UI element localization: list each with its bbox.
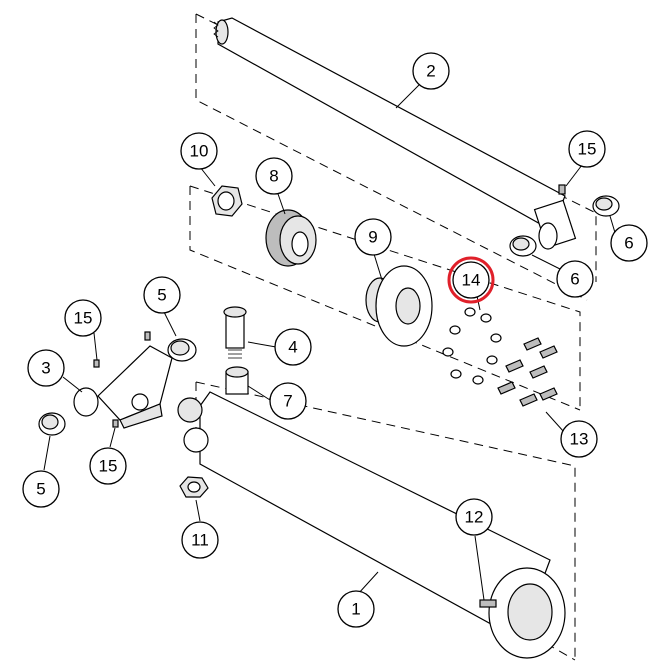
svg-text:9: 9 (368, 228, 377, 247)
callout-6-right: 6 (610, 224, 648, 262)
callout-15-top: 15 (568, 130, 606, 168)
grease-fitting-top (558, 184, 566, 195)
callout-1: 1 (337, 590, 375, 628)
washer-set (442, 307, 502, 385)
svg-text:5: 5 (157, 286, 166, 305)
svg-text:12: 12 (465, 508, 484, 527)
bushing-top (592, 195, 620, 217)
svg-text:10: 10 (190, 142, 209, 161)
callout-5-upper: 5 (143, 276, 181, 314)
svg-text:5: 5 (36, 480, 45, 499)
svg-text:15: 15 (74, 309, 93, 328)
spacer-sleeve (225, 366, 249, 395)
svg-text:15: 15 (99, 457, 118, 476)
callout-9: 9 (354, 218, 392, 256)
bushing-left-lower (38, 412, 66, 436)
assembly-outline-piston (189, 185, 581, 411)
callout-6-middle: 6 (556, 260, 594, 298)
port-fitting (479, 599, 497, 608)
piston-rod (213, 17, 577, 250)
callout-10: 10 (180, 132, 218, 170)
svg-text:14: 14 (462, 271, 481, 290)
callout-8: 8 (255, 157, 293, 195)
callout-3: 3 (27, 349, 65, 387)
callout-5-lower: 5 (22, 470, 60, 508)
callout-12: 12 (455, 498, 493, 536)
callout-7: 7 (269, 382, 307, 420)
svg-text:2: 2 (426, 62, 435, 81)
callout-2: 2 (412, 52, 450, 90)
svg-text:11: 11 (191, 531, 209, 550)
cylinder-barrel (177, 391, 566, 659)
svg-text:4: 4 (288, 338, 297, 357)
svg-text:1: 1 (351, 600, 360, 619)
callout-14-highlighted: 14 (447, 256, 495, 304)
callout-15-left-upper: 15 (64, 299, 102, 337)
lock-nut-top (211, 185, 243, 217)
callout-4: 4 (274, 328, 312, 366)
callout-15-left-lower: 15 (89, 447, 127, 485)
bushing-middle (509, 235, 537, 257)
piston (265, 209, 317, 267)
callout-13: 13 (560, 420, 598, 458)
svg-text:8: 8 (269, 167, 278, 186)
svg-text:3: 3 (41, 359, 50, 378)
svg-text:6: 6 (570, 270, 579, 289)
lock-nut-bottom (179, 476, 209, 498)
bushing-left-mid (73, 387, 99, 417)
svg-text:6: 6 (624, 234, 633, 253)
svg-text:15: 15 (578, 140, 597, 159)
cross-pin (223, 306, 247, 359)
bushing-left-upper (167, 338, 197, 362)
leader-lines (43, 83, 617, 601)
bolt-set (497, 337, 558, 407)
svg-text:7: 7 (283, 392, 292, 411)
svg-text:13: 13 (570, 430, 589, 449)
assembly-outline-rod (195, 13, 597, 301)
clevis-block (97, 331, 173, 429)
gland-head (365, 265, 433, 347)
callouts: 2 15 10 8 9 14 6 6 15 5 3 4 7 13 5 15 11… (22, 52, 648, 628)
callout-11: 11 (181, 521, 219, 559)
